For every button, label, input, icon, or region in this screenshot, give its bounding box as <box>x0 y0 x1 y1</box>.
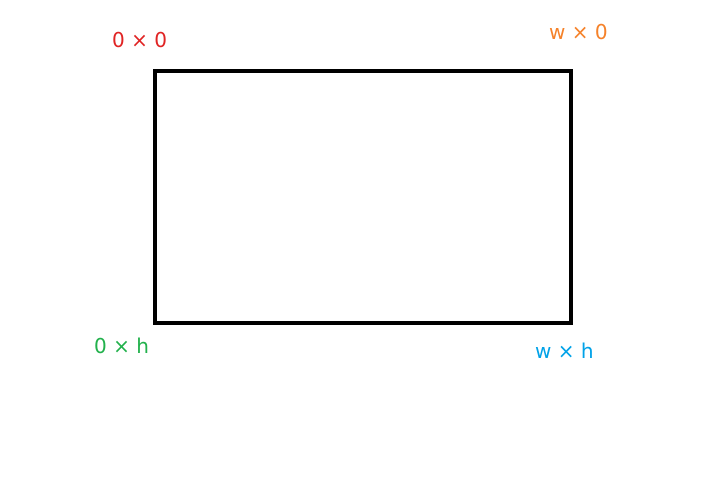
screen-rectangle <box>153 69 573 325</box>
corner-label-top-left: 0 × 0 <box>112 28 167 52</box>
corner-label-bottom-right: w × h <box>535 339 594 363</box>
corner-label-bottom-left: 0 × h <box>94 334 149 358</box>
corner-label-top-right: w × 0 <box>549 20 608 44</box>
